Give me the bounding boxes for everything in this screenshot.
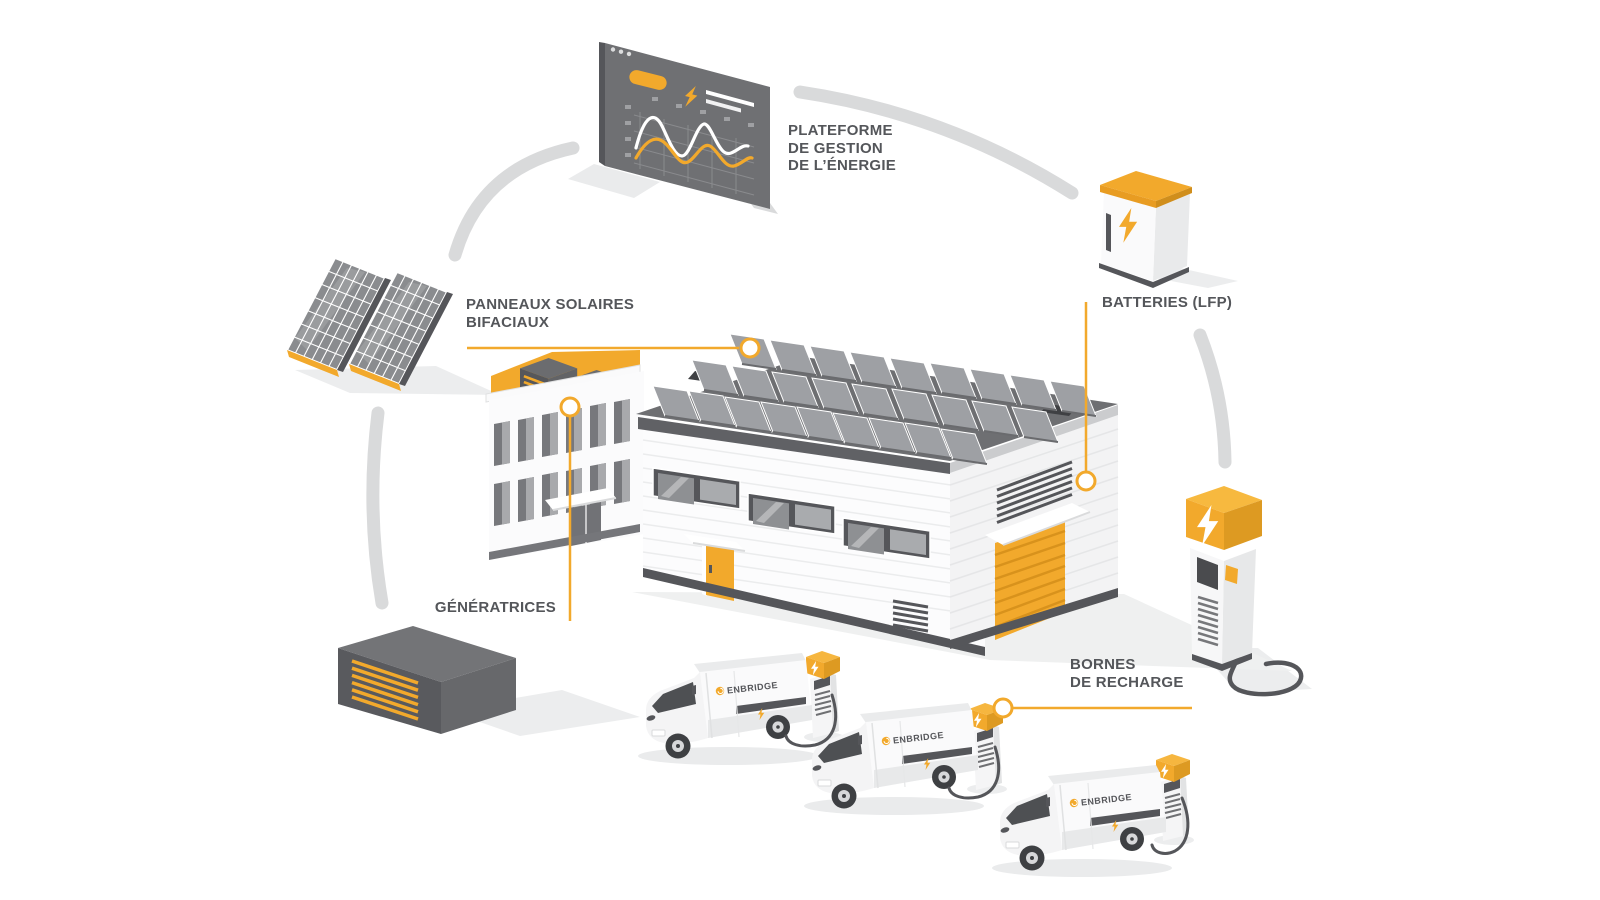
delivery-van	[992, 765, 1172, 877]
label-solar-panels: PANNEAUX SOLAIRES BIFACIAUX	[466, 296, 635, 331]
office-canopy	[545, 488, 616, 510]
charging-cable	[1150, 796, 1190, 855]
dashboard-kpi-pill	[629, 70, 667, 90]
leader-dot-chargers	[992, 697, 1014, 719]
connection-arc	[1193, 328, 1232, 469]
leader-dot-batteries	[1075, 470, 1097, 492]
charger-plug	[1225, 565, 1238, 584]
battery-unit	[1099, 171, 1192, 288]
chart-line-white	[634, 115, 750, 158]
side-vent-grille	[996, 460, 1073, 524]
energy-dashboard-monitor	[599, 42, 778, 214]
label-charging-stations: BORNES DE RECHARGE	[1070, 656, 1184, 691]
browser-dots-icon	[610, 47, 632, 57]
door-canopy	[684, 534, 745, 551]
charger-vents	[1197, 595, 1219, 647]
generator-unit	[338, 626, 516, 734]
connection-arc	[448, 141, 580, 262]
delivery-van	[638, 653, 818, 765]
fleet: ENBRIDGE ENBRIDGE ENBRIDGE	[638, 651, 1194, 877]
label-energy-platform: PLATEFORME DE GESTION DE L’ÉNERGIE	[788, 122, 897, 174]
leader-dot-generators	[559, 396, 581, 418]
warehouse-building	[636, 333, 1119, 656]
office-building	[485, 350, 644, 560]
garage-canopy	[985, 503, 1090, 545]
generator-vents	[351, 659, 419, 721]
connection-arc	[793, 85, 1079, 200]
charger-screen	[1197, 557, 1218, 590]
charging-cable	[947, 745, 1001, 800]
ev-charging-station	[1186, 486, 1304, 697]
battery-lid	[1100, 171, 1192, 201]
label-batteries: BATTERIES (LFP)	[1102, 294, 1233, 311]
connection-arcs	[366, 85, 1232, 610]
leader-lines	[467, 302, 1192, 719]
connection-arc	[366, 406, 389, 610]
leader-dot-solar	[739, 337, 761, 359]
label-generators: GÉNÉRATRICES	[434, 599, 556, 616]
charging-post	[804, 651, 844, 742]
charging-cable	[784, 693, 838, 748]
chart-line-yellow	[634, 137, 754, 168]
